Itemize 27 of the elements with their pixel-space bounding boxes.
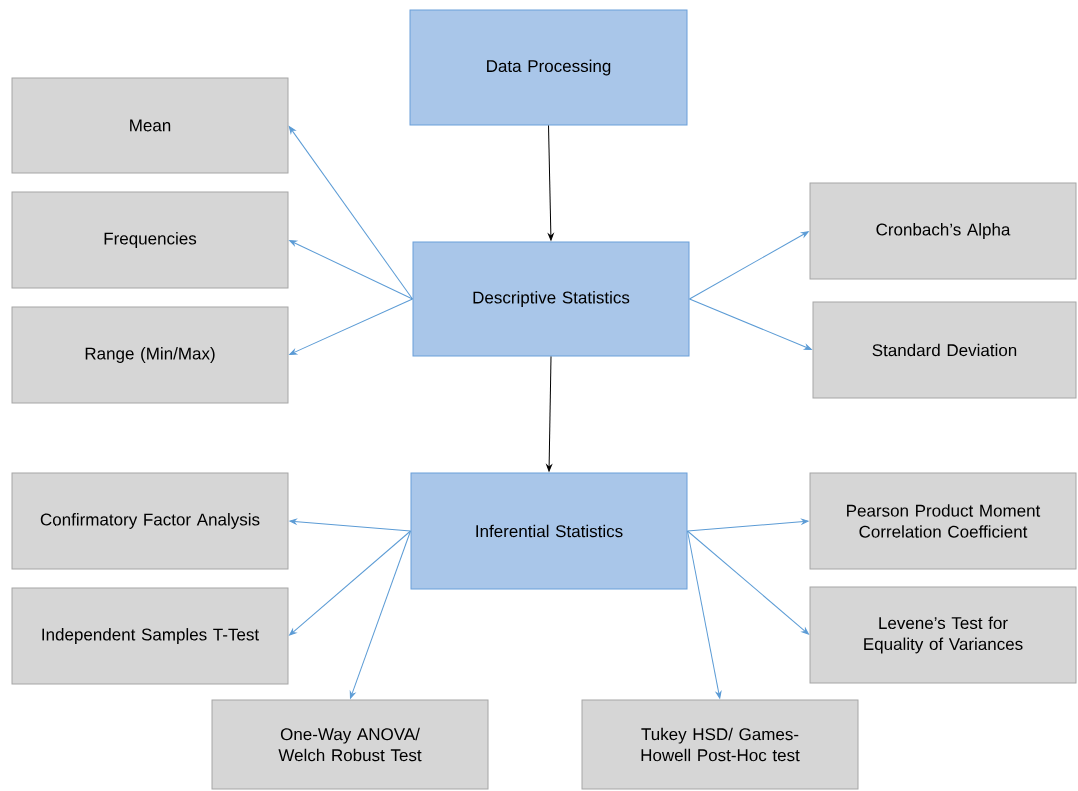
method-box: One-Way ANOVA/ Welch Robust Test — [211, 699, 489, 790]
arrow — [289, 530, 411, 636]
method-box: Standard Deviation — [812, 301, 1077, 399]
method-box: Pearson Product Moment Correlation Coefficient — [809, 472, 1077, 570]
arrow — [546, 356, 552, 472]
process-box: Inferential Statistics — [410, 472, 688, 590]
method-box: Independent Samples T-Test — [11, 587, 289, 685]
arrow — [687, 530, 722, 699]
process-box: Data Processing — [409, 9, 688, 126]
method-box: Confirmatory Factor Analysis — [11, 472, 289, 570]
process-box: Descriptive Statistics — [412, 241, 690, 357]
method-box: Levene’s Test for Equality of Variances — [809, 586, 1077, 684]
arrow — [687, 518, 809, 532]
arrow — [689, 298, 812, 350]
arrow — [289, 240, 413, 300]
arrow — [289, 298, 413, 355]
arrow — [349, 530, 411, 699]
arrow — [687, 530, 809, 635]
arrow — [289, 518, 411, 532]
arrow — [288, 126, 413, 300]
method-box: Cronbach’s Alpha — [809, 182, 1077, 280]
arrow — [689, 231, 809, 300]
method-box: Tukey HSD/ Games-Howell Post-Hoc test — [581, 699, 859, 790]
arrow — [548, 125, 554, 241]
method-box: Range (Min/Max) — [11, 306, 289, 404]
method-box: Frequencies — [11, 191, 289, 289]
method-box: Mean — [11, 77, 289, 174]
